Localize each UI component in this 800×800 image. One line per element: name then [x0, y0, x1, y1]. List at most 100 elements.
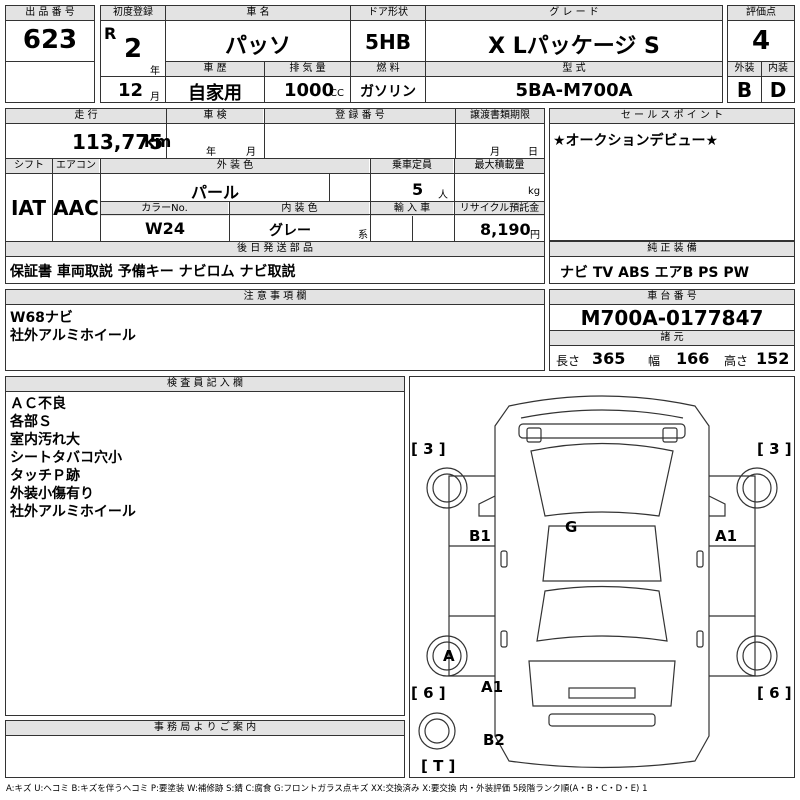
inspection-year-unit: 年: [206, 147, 216, 158]
recycle-label: リサイクル預託金: [455, 202, 544, 216]
office-cell: [5, 720, 405, 778]
transfer-month-unit: 月: [490, 147, 500, 158]
lot-number-label: 出 品 番 号: [6, 6, 94, 20]
inspector-line: 室内汚れ大: [10, 432, 80, 448]
inspector-line: 外装小傷有り: [10, 486, 94, 502]
history-label: 車 歴: [166, 62, 264, 76]
inspector-cell: [5, 376, 405, 716]
color-number: W24: [145, 219, 185, 238]
interior-label: 内装: [762, 62, 794, 76]
sales-point-label: セ ー ル ス ポ イ ン ト: [550, 109, 794, 123]
mileage: 113,775: [72, 130, 164, 154]
equipment-label: 純 正 装 備: [550, 242, 794, 256]
era: R: [104, 24, 117, 43]
exterior-grade: B: [736, 78, 753, 102]
note-line: 社外アルミホイール: [10, 328, 136, 344]
inspector-line: タッチＰ跡: [10, 468, 80, 484]
month-unit: 月: [150, 92, 160, 103]
shift-label: シフト: [6, 159, 52, 173]
interior-grade-cell: [761, 61, 795, 103]
length-label: 長さ: [556, 354, 581, 368]
first-registration-label: 初度登録: [101, 6, 165, 20]
lot-blank-cell: [5, 61, 95, 103]
inspector-label: 検 査 員 記 入 欄: [6, 377, 404, 391]
height-label: 高さ: [724, 354, 749, 368]
import-label: 輸 入 車: [371, 202, 453, 216]
person-unit: 人: [438, 190, 448, 201]
sales-point-text: ★オークションデビュー★: [553, 133, 719, 149]
kg-unit: kg: [528, 186, 541, 197]
later-parts: 保証書 車両取説 予備キー ナビロム ナビ取説: [10, 264, 296, 280]
cc-unit: CC: [330, 88, 344, 99]
inspection-month-unit: 月: [246, 147, 256, 158]
car-diagram: [409, 376, 795, 778]
exterior-label: 外装: [728, 62, 761, 76]
equipment-text: ナビ TV ABS エアB PS PW: [560, 265, 750, 281]
history: 自家用: [188, 83, 242, 104]
capacity: 5: [412, 180, 424, 199]
inspector-line: 社外アルミホイール: [10, 504, 136, 520]
inspection-label: 車 検: [167, 109, 263, 123]
kei-unit: 系: [358, 230, 368, 241]
chassis-number: M700A-0177847: [580, 306, 764, 330]
sales-point-cell: [549, 108, 795, 241]
chassis-label: 車 台 番 号: [550, 290, 794, 304]
grade: X Lパッケージ S: [488, 34, 660, 59]
interior-grade: D: [769, 78, 787, 102]
grade-label: グ レ ー ド: [426, 6, 722, 20]
transfer-label: 譲渡書類期限: [456, 109, 544, 123]
diagram-label-bl: [ 6 ]: [411, 684, 446, 702]
later-parts-label: 後 日 発 送 部 品: [6, 242, 544, 256]
door-type: 5HB: [365, 30, 411, 54]
diagram-label-tr: [ 3 ]: [757, 440, 792, 458]
inspector-line: シートタバコ穴小: [10, 450, 122, 466]
yen-unit: 円: [530, 230, 540, 241]
damage-a1-right: A1: [715, 527, 737, 545]
equipment-cell: [549, 241, 795, 284]
model-cell: [425, 61, 723, 103]
car-name: パッソ: [224, 34, 291, 59]
notes-label: 注 意 事 項 欄: [6, 290, 544, 304]
height: 152: [756, 349, 790, 368]
registration-month: 12: [118, 80, 144, 101]
score-label: 評価点: [728, 6, 794, 20]
width: 166: [676, 349, 710, 368]
displacement-label: 排 気 量: [265, 62, 350, 76]
length: 365: [592, 349, 626, 368]
score: 4: [751, 26, 771, 56]
diagram-label-tl: [ 3 ]: [411, 440, 446, 458]
damage-b2: B2: [483, 731, 505, 749]
width-label: 幅: [648, 354, 661, 368]
color-number-label: カラーNo.: [101, 202, 228, 216]
details-block: [5, 108, 545, 284]
office-label: 事 務 局 よ り ご 案 内: [6, 721, 404, 735]
lot-number: 623: [22, 25, 78, 55]
exterior-color: パール: [190, 183, 239, 202]
damage-a-circle: A: [443, 647, 455, 665]
reg-no-label: 登 録 番 号: [265, 109, 455, 123]
diagram-label-t: [ T ]: [421, 757, 455, 775]
dimensions-label: 諸 元: [550, 331, 794, 345]
diagram-label-br: [ 6 ]: [757, 684, 792, 702]
recycle-fee: 8,190: [480, 220, 531, 239]
km-unit: km: [144, 132, 172, 151]
color-label: 外 装 色: [101, 159, 369, 173]
fuel: ガソリン: [360, 84, 416, 100]
mileage-label: 走 行: [6, 109, 166, 123]
year-unit: 年: [150, 66, 160, 77]
model: 5BA-M700A: [515, 80, 633, 101]
damage-g: G: [565, 518, 577, 536]
displacement: 1000: [284, 80, 335, 101]
car-name-label: 車 名: [166, 6, 350, 20]
max-load-label: 最大積載量: [455, 159, 544, 173]
interior-color-label: 内 装 色: [230, 202, 369, 216]
damage-b1: B1: [469, 527, 491, 545]
note-line: W68ナビ: [10, 310, 73, 326]
notes-cell: [5, 289, 545, 371]
interior-color: グレー: [269, 223, 311, 239]
transfer-day-unit: 日: [528, 147, 538, 158]
legend: A:キズ U:ヘコミ B:キズを伴うヘコミ P:要塗装 W:補修跡 S:錆 C:…: [6, 784, 648, 794]
damage-a1-bottom: A1: [481, 678, 503, 696]
car-diagram-drawing: [ 3 ] [ 3 ] [ 6 ] [ 6 ] [ T ] G B1 A1 A …: [411, 395, 792, 775]
capacity-label: 乗車定員: [371, 159, 453, 173]
